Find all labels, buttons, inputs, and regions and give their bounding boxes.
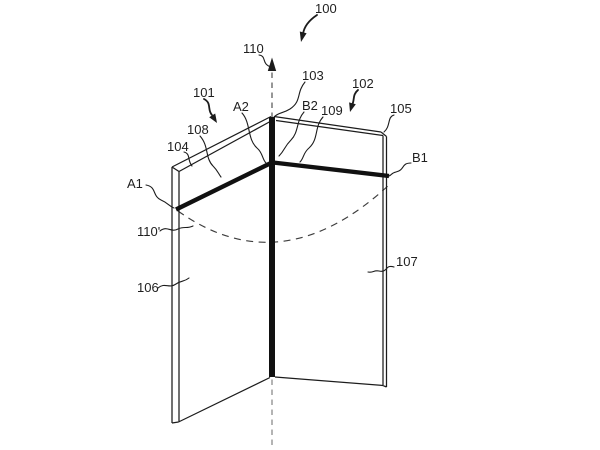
leader-101: [203, 98, 213, 116]
ref-label-108: 108: [187, 122, 209, 137]
ref-label-105: 105: [390, 101, 412, 116]
leader-A1: [145, 184, 175, 209]
leader-107: [367, 265, 395, 273]
leader-100: [302, 14, 318, 35]
ref-label-102: 102: [352, 76, 374, 91]
ref-label-107: 107: [396, 254, 418, 269]
leader-104: [183, 151, 193, 167]
leader-103: [273, 81, 306, 118]
leader-110: [258, 54, 272, 68]
right-panel-top-face: [274, 116, 383, 136]
leader-A2: [241, 112, 267, 164]
ref-label-106: 106: [137, 280, 159, 295]
ref-label-110: 110: [243, 41, 264, 56]
ref-label-B1: B1: [412, 150, 428, 165]
ref-label-B2: B2: [302, 98, 318, 113]
leader-B1: [388, 162, 412, 177]
ref-label-A1: A1: [127, 176, 143, 191]
ref-label-101: 101: [193, 85, 215, 100]
right-panel-face: [275, 120, 383, 386]
left-panel-front-face: [172, 167, 179, 423]
ref-label-A2: A2: [233, 99, 249, 114]
ref-label-104: 104: [167, 139, 189, 154]
leader-106: [157, 277, 190, 289]
left-panel-edges: [171, 115, 273, 424]
fold-line-a-bold: [175, 160, 273, 212]
fold-line-b-bold: [272, 160, 390, 179]
leader-108: [199, 135, 222, 178]
fold-axis-arrowhead: [267, 57, 277, 71]
left-panel-top-face: [172, 116, 272, 172]
right-panel-edges: [273, 115, 388, 388]
arrowhead-101: [209, 113, 217, 123]
left-panel-face: [178, 120, 272, 422]
rotation-arc-dashed: [177, 183, 391, 243]
leader-110p: [159, 225, 194, 232]
leader-B2: [278, 111, 305, 157]
ref-label-110p: 110': [137, 224, 160, 239]
arrowhead-100: [299, 31, 307, 42]
ref-label-100: 100: [315, 1, 337, 16]
ref-label-109: 109: [321, 103, 343, 118]
leader-105: [383, 114, 395, 133]
leader-102: [351, 89, 359, 106]
leader-109: [299, 116, 324, 163]
arrowhead-102: [349, 102, 356, 112]
ref-label-103: 103: [302, 68, 324, 83]
